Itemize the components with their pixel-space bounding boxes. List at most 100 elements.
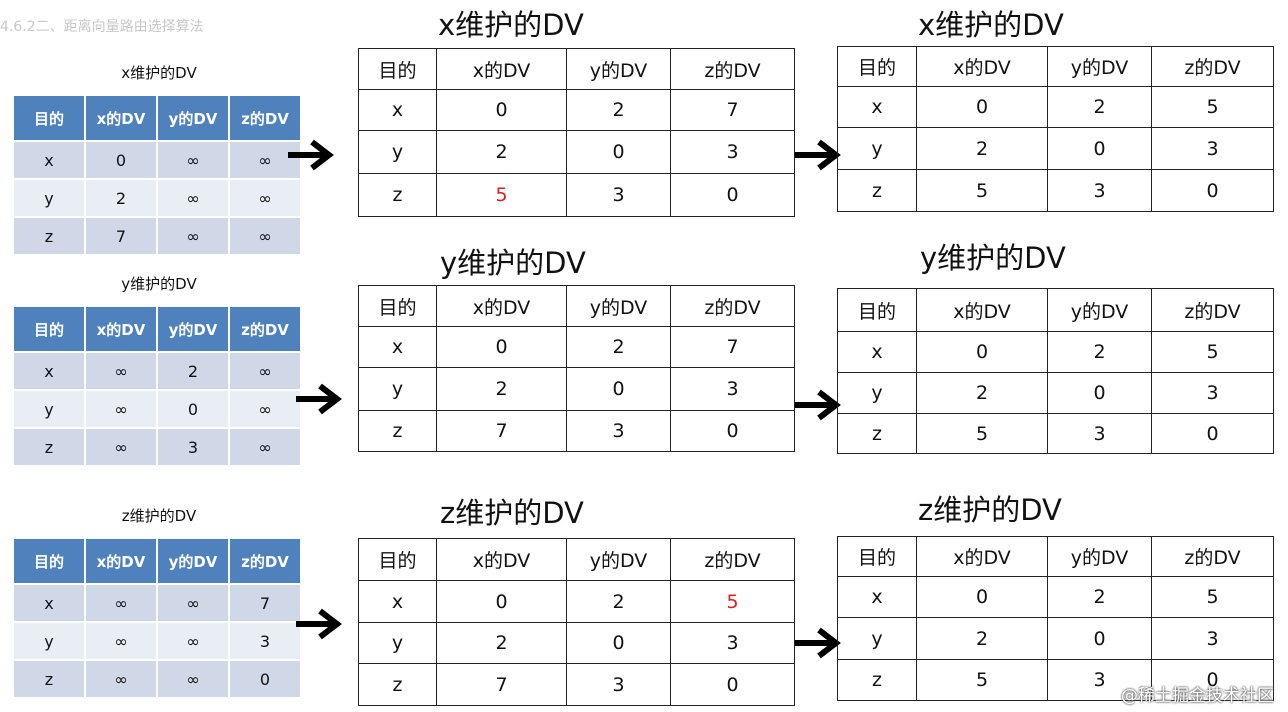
step2-x-table: 目的 x的DV y的DV z的DV x 0 2 5 y 2 0 3 z 5 3 … xyxy=(837,46,1274,212)
cell: y xyxy=(358,130,437,174)
header-x-dv: x的DV xyxy=(86,307,156,351)
header-dest: 目的 xyxy=(358,538,437,581)
cell: 3 xyxy=(230,623,300,659)
cell: x xyxy=(358,326,437,368)
cell: ∞ xyxy=(158,585,228,621)
cell: ∞ xyxy=(158,623,228,659)
cell: ∞ xyxy=(86,661,156,697)
cell: 5 xyxy=(916,659,1048,701)
cell: 7 xyxy=(670,326,795,368)
cell: 3 xyxy=(1047,413,1152,454)
initial-y-block: y维护的DV 目的 x的DV y的DV z的DV x ∞ 2 ∞ y ∞ 0 ∞… xyxy=(14,273,304,467)
cell: y xyxy=(837,127,917,170)
header-dest: 目的 xyxy=(14,539,84,583)
cell: z xyxy=(14,218,84,254)
arrow-right-icon xyxy=(296,608,342,640)
header-y-dv: y的DV xyxy=(566,48,671,90)
cell: x xyxy=(14,585,84,621)
cell: z xyxy=(837,659,917,701)
step1-z-caption: z维护的DV xyxy=(440,496,584,530)
table-row: y ∞ ∞ 3 xyxy=(14,623,300,659)
cell: y xyxy=(837,617,917,660)
cell: x xyxy=(14,353,84,389)
cell: y xyxy=(837,372,917,414)
cell: 2 xyxy=(86,180,156,216)
table-row: x ∞ 2 ∞ xyxy=(14,353,300,389)
cell: ∞ xyxy=(86,429,156,465)
cell: 3 xyxy=(1151,617,1274,660)
cell: 0 xyxy=(1151,169,1274,212)
header-z-dv: z的DV xyxy=(1151,536,1274,577)
cell: ∞ xyxy=(86,391,156,427)
table-row: y 2 0 3 xyxy=(358,130,795,174)
header-dest: 目的 xyxy=(837,288,917,332)
initial-y-caption: y维护的DV xyxy=(121,275,197,293)
table-row: z 7 3 0 xyxy=(358,410,795,452)
table-row: x 0 2 5 xyxy=(837,331,1274,373)
cell: 3 xyxy=(670,622,795,664)
arrow-right-icon xyxy=(795,389,841,421)
arrow-right-icon xyxy=(795,139,841,171)
header-dest: 目的 xyxy=(837,46,917,87)
table-row: y 2 0 3 xyxy=(837,617,1274,660)
header-y-dv: y的DV xyxy=(566,538,671,581)
cell: ∞ xyxy=(86,585,156,621)
header-y-dv: y的DV xyxy=(1047,46,1152,87)
header-z-dv: z的DV xyxy=(670,538,795,581)
initial-x-table: 目的 x的DV y的DV z的DV x 0 ∞ ∞ y 2 ∞ ∞ z 7 ∞ … xyxy=(12,94,302,256)
header-dest: 目的 xyxy=(358,48,437,90)
cell: 0 xyxy=(670,663,795,706)
table-row: y 2 0 3 xyxy=(837,372,1274,414)
cell: x xyxy=(358,580,437,623)
cell: 0 xyxy=(1151,413,1274,454)
table-row: z 5 3 0 xyxy=(837,659,1274,701)
cell: y xyxy=(14,391,84,427)
cell: 3 xyxy=(1047,169,1152,212)
cell: 2 xyxy=(916,372,1048,414)
header-z-dv: z的DV xyxy=(670,48,795,90)
header-dest: 目的 xyxy=(358,285,437,327)
header-x-dv: x的DV xyxy=(86,539,156,583)
cell: ∞ xyxy=(158,142,228,178)
cell: y xyxy=(358,367,437,411)
header-y-dv: y的DV xyxy=(566,285,671,327)
initial-z-block: z维护的DV 目的 x的DV y的DV z的DV x ∞ ∞ 7 y ∞ ∞ 3… xyxy=(14,505,304,699)
cell: y xyxy=(14,623,84,659)
header-x-dv: x的DV xyxy=(436,285,567,327)
cell: ∞ xyxy=(158,661,228,697)
cell: 7 xyxy=(86,218,156,254)
header-x-dv: x的DV xyxy=(916,46,1048,87)
step1-x-caption: x维护的DV xyxy=(438,8,584,42)
cell: ∞ xyxy=(86,353,156,389)
cell: 0 xyxy=(566,622,671,664)
cell: 0 xyxy=(436,89,567,131)
cell: 0 xyxy=(916,576,1048,618)
cell: 2 xyxy=(1047,86,1152,128)
cell: x xyxy=(837,576,917,618)
step1-z-table: 目的 x的DV y的DV z的DV x 0 2 5 y 2 0 3 z 7 3 … xyxy=(358,538,795,706)
cell: 0 xyxy=(566,367,671,411)
table-row: x 0 2 7 xyxy=(358,89,795,131)
cell: 2 xyxy=(566,89,671,131)
cell: 5 xyxy=(916,169,1048,212)
cell: 2 xyxy=(916,617,1048,660)
cell: 0 xyxy=(1047,127,1152,170)
header-z-dv: z的DV xyxy=(1151,46,1274,87)
table-row: y 2 0 3 xyxy=(358,367,795,411)
arrow-right-icon xyxy=(795,627,841,659)
header-dest: 目的 xyxy=(14,96,84,140)
header-x-dv: x的DV xyxy=(916,536,1048,577)
step1-y-caption: y维护的DV xyxy=(440,246,586,280)
cell: x xyxy=(837,331,917,373)
cell: 3 xyxy=(1047,659,1152,701)
cell: 3 xyxy=(670,367,795,411)
step1-y-table: 目的 x的DV y的DV z的DV x 0 2 7 y 2 0 3 z 7 3 … xyxy=(358,285,795,452)
cell: 2 xyxy=(566,580,671,623)
cell: 3 xyxy=(566,663,671,706)
initial-x-caption: x维护的DV xyxy=(121,64,197,82)
cell: 2 xyxy=(566,326,671,368)
cell: 7 xyxy=(436,663,567,706)
cell: 7 xyxy=(670,89,795,131)
table-row: x ∞ ∞ 7 xyxy=(14,585,300,621)
cell: 5 xyxy=(1151,331,1274,373)
